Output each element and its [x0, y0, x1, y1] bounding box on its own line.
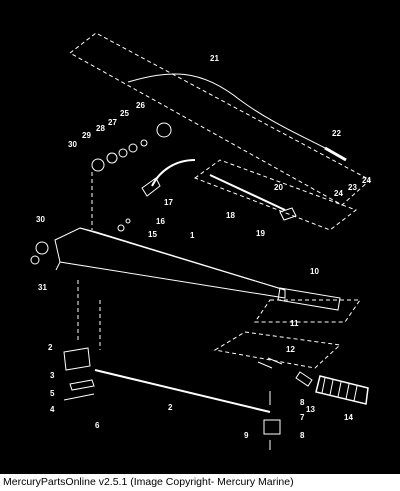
tiller-top-edge — [79, 227, 286, 291]
nut-part-31 — [30, 255, 40, 265]
group-outline-grip-14 — [213, 331, 342, 369]
callout-2-lower: 2 — [168, 403, 173, 412]
callout-3: 3 — [50, 371, 55, 380]
callout-18: 18 — [226, 211, 235, 220]
bracket-part-19 — [279, 207, 297, 221]
callout-2-upper: 2 — [48, 343, 53, 352]
cable-fitting-17 — [141, 177, 161, 197]
connector-part-13 — [295, 371, 313, 387]
callout-15: 15 — [148, 230, 157, 239]
wire-end-22 — [324, 146, 347, 162]
cap-part-26 — [156, 122, 172, 138]
tiller-housing-part-1 — [54, 227, 286, 299]
screw-part-16 — [125, 218, 131, 224]
nut-part-25 — [140, 139, 148, 147]
callout-8-upper: 8 — [300, 398, 305, 407]
callout-9: 9 — [244, 431, 249, 440]
washer-part-27 — [128, 143, 138, 153]
leader-line-dashed — [77, 172, 101, 350]
washer-part-29 — [106, 152, 118, 164]
cable-part-17 — [151, 159, 196, 187]
callout-5: 5 — [50, 389, 55, 398]
screw-part-15 — [117, 224, 125, 232]
callout-20: 20 — [274, 183, 283, 192]
callout-24-right: 24 — [362, 176, 371, 185]
grip-part-14 — [315, 375, 369, 405]
callout-26: 26 — [136, 101, 145, 110]
callout-13: 13 — [306, 405, 315, 414]
handle-part-10 — [277, 287, 341, 311]
callout-28: 28 — [96, 124, 105, 133]
callout-30-lower: 30 — [36, 215, 45, 224]
callout-27: 27 — [108, 118, 117, 127]
callout-21: 21 — [210, 54, 219, 63]
callout-25: 25 — [120, 109, 129, 118]
callout-6: 6 — [95, 421, 100, 430]
clip-part-5 — [69, 379, 95, 391]
group-outline-cable-21 — [69, 32, 371, 206]
callout-19: 19 — [256, 229, 265, 238]
callout-22: 22 — [332, 129, 341, 138]
callout-10: 10 — [310, 267, 319, 276]
callout-23: 23 — [348, 183, 357, 192]
pin-part-4 — [63, 393, 95, 401]
exploded-parts-diagram: 1 2 2 3 4 5 6 7 8 8 9 10 11 12 13 14 15 … — [30, 32, 371, 450]
copyright-caption: MercuryPartsOnline v2.5.1 (Image Copyrig… — [0, 474, 400, 491]
knob-part-30 — [91, 158, 105, 172]
clamp-part-7 — [263, 419, 281, 435]
washer-part-28 — [118, 148, 128, 158]
wire-part-21 — [127, 73, 326, 149]
callout-30-upper: 30 — [68, 140, 77, 149]
shaft-part-2 — [94, 369, 271, 413]
callout-17: 17 — [164, 198, 173, 207]
rod-part-18 — [209, 174, 286, 211]
callout-4: 4 — [50, 405, 55, 414]
callout-16: 16 — [156, 217, 165, 226]
callout-8-lower: 8 — [300, 431, 305, 440]
callout-24-left: 24 — [334, 189, 343, 198]
callout-1: 1 — [190, 231, 195, 240]
group-outline-handle-10 — [254, 299, 361, 323]
callout-12: 12 — [286, 345, 295, 354]
callout-11: 11 — [290, 319, 299, 328]
knob-part-30-lower — [35, 241, 49, 255]
callout-31: 31 — [38, 283, 47, 292]
bracket-plate-part-3 — [63, 347, 91, 371]
callout-14: 14 — [344, 413, 353, 422]
callout-7: 7 — [300, 413, 305, 422]
fittings-part-12 — [257, 357, 283, 369]
group-outline-bracket-18 — [193, 159, 358, 231]
tiller-front-edge — [55, 261, 61, 271]
callout-29: 29 — [82, 131, 91, 140]
grip-ribs — [321, 377, 358, 402]
